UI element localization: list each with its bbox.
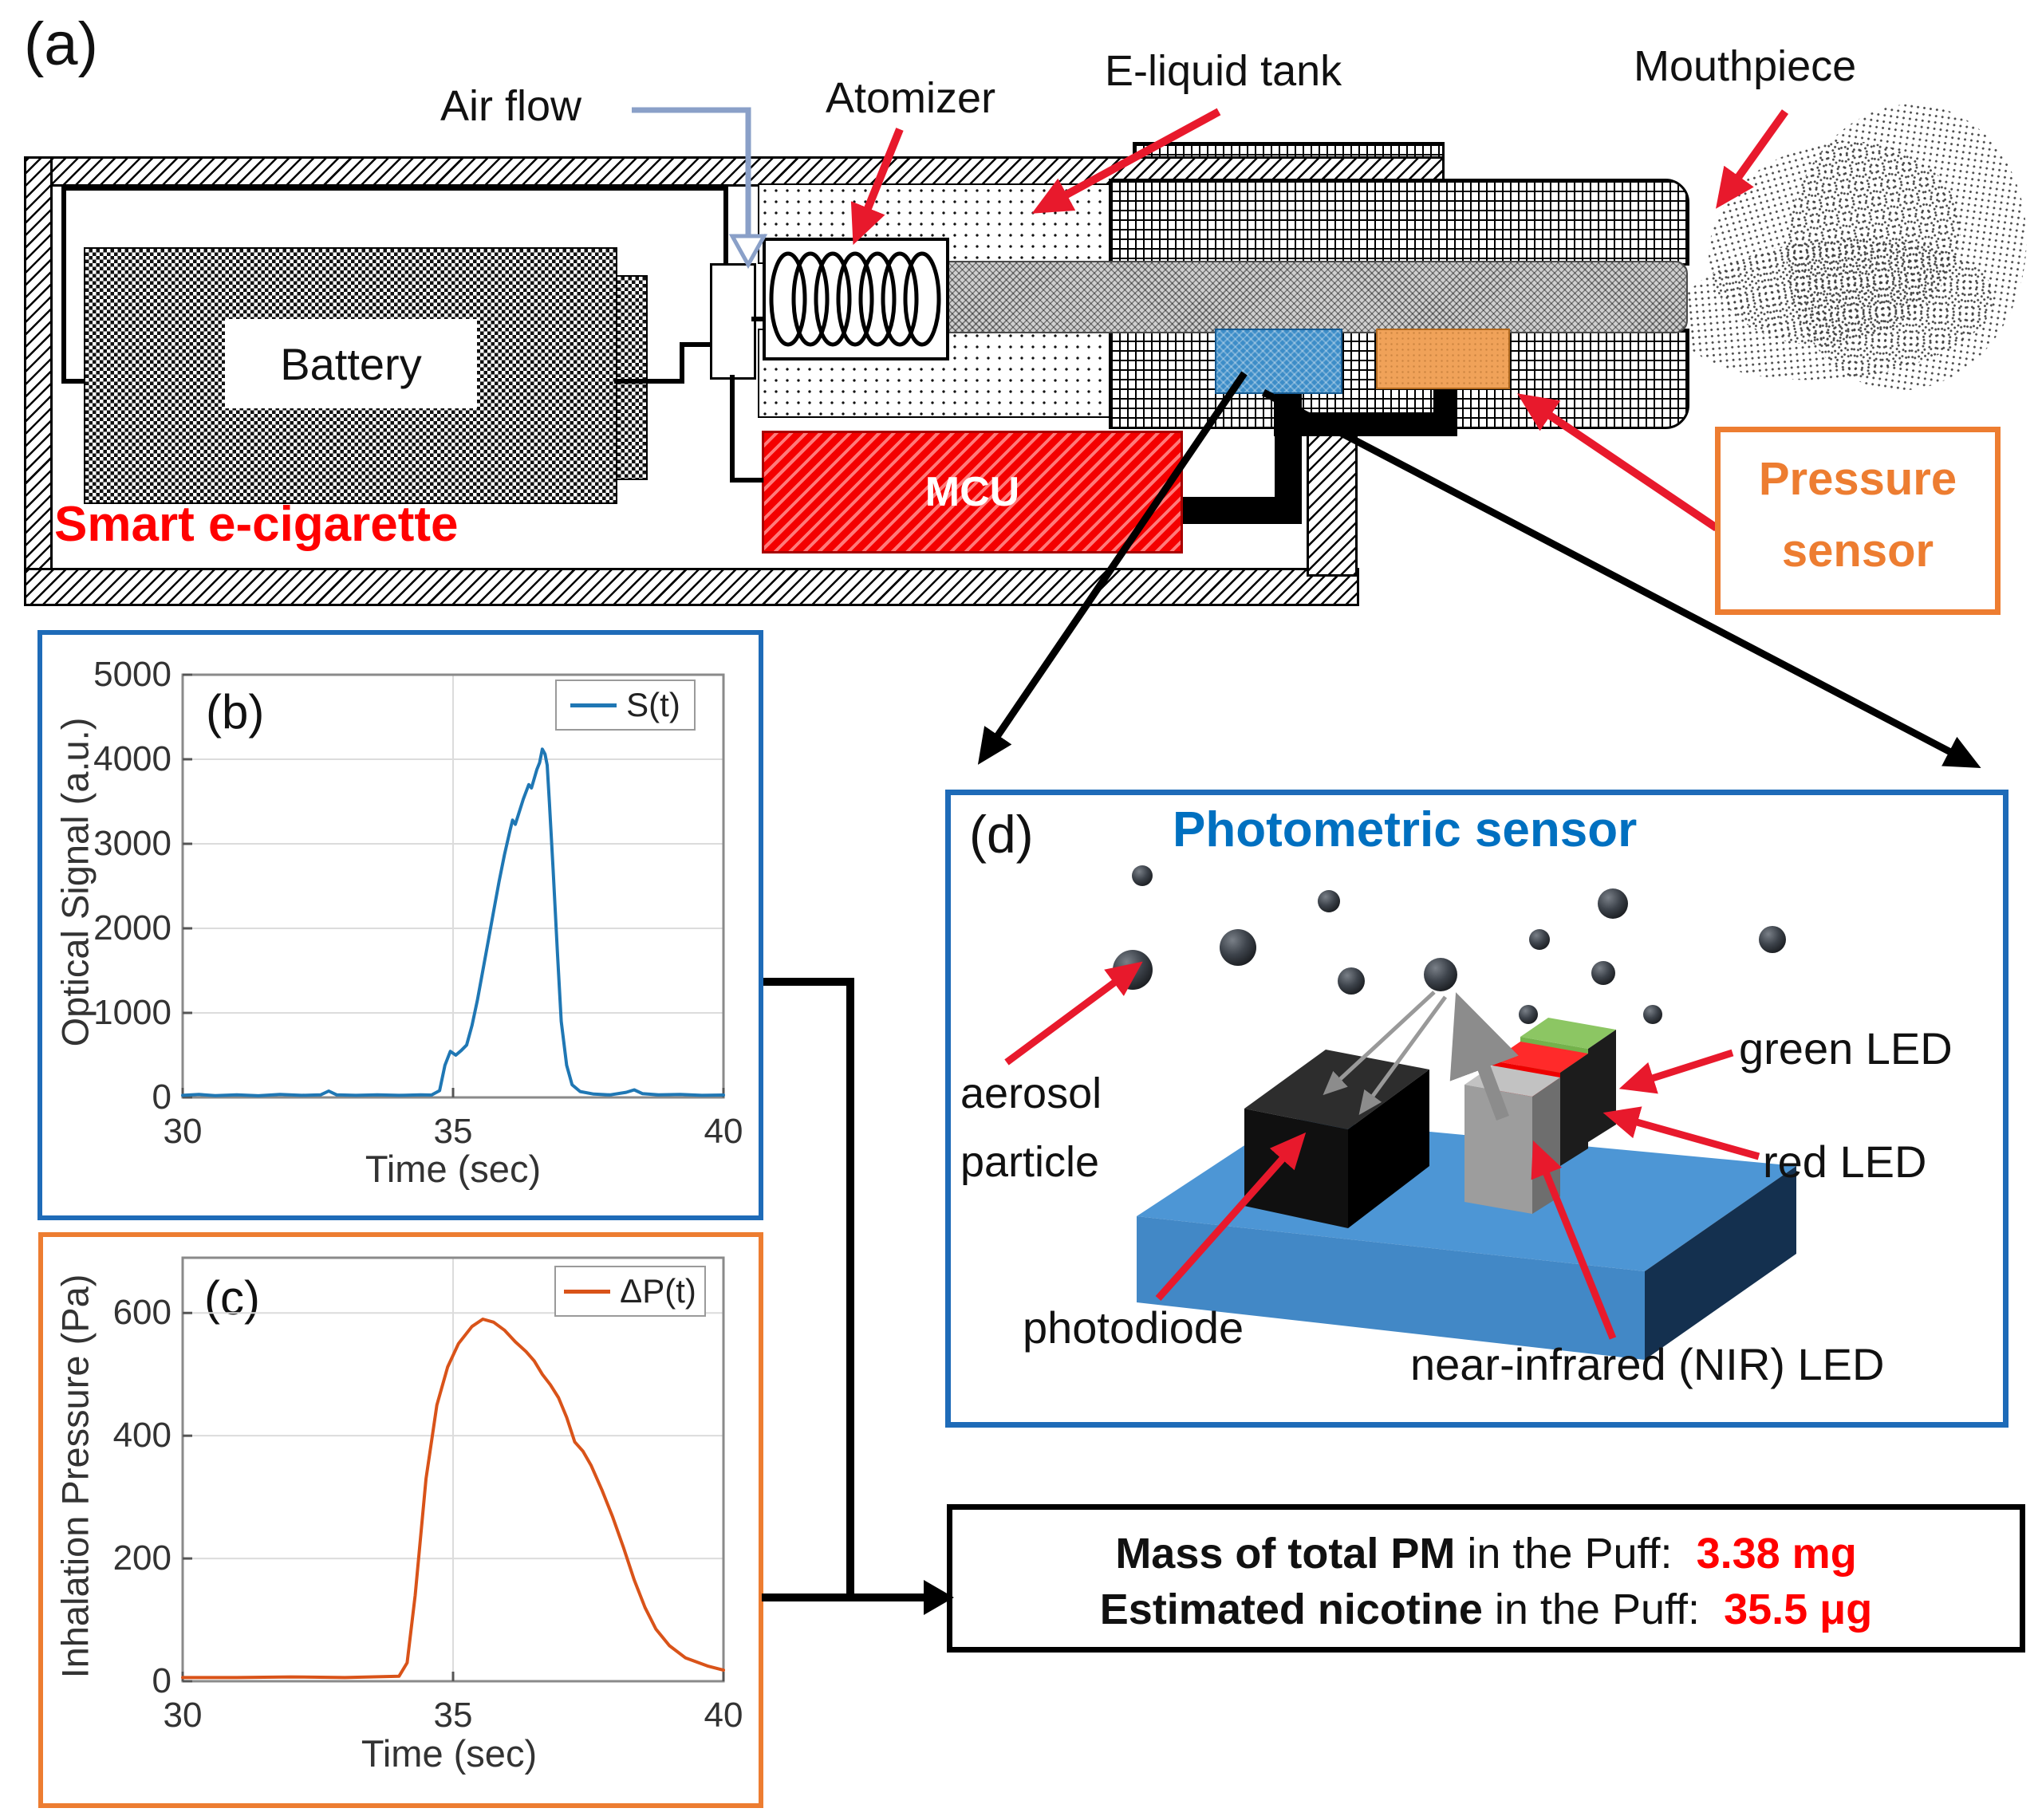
- air-channel-rod: [948, 261, 1688, 333]
- battery-label: Battery: [280, 338, 422, 389]
- chart-b-legend-label: S(t): [626, 686, 680, 723]
- chart-b-ytick: 2000: [93, 908, 171, 947]
- puff-results-box: Mass of total PM in the Puff: 3.38 mg Es…: [947, 1504, 2025, 1653]
- chart-c-legend: ΔP(t): [554, 1266, 706, 1317]
- mouthpiece-upper-band: [1109, 179, 1689, 266]
- chart-b-legend-line: [570, 703, 617, 707]
- result-line-1: Mass of total PM in the Puff: 3.38 mg: [952, 1529, 2020, 1578]
- result-2-mid: in the Puff:: [1482, 1586, 1701, 1633]
- result-2-bold: Estimated nicotine: [1099, 1586, 1483, 1633]
- chart-b-ytick: 0: [152, 1077, 171, 1117]
- chart-b-ytick: 3000: [93, 824, 171, 863]
- e-liquid-tank-lower: [758, 329, 1112, 418]
- chart-c-legend-label: ΔP(t): [620, 1272, 696, 1310]
- nir-led-label: near-infrared (NIR) LED: [1410, 1339, 1885, 1389]
- chart-b-xtick: 30: [163, 1112, 203, 1151]
- panel-b-label: (b): [206, 685, 265, 739]
- mouthpiece-label: Mouthpiece: [1634, 42, 1857, 90]
- chart-b-xtick: 35: [433, 1112, 473, 1151]
- result-2-value: 35.5 μg: [1724, 1586, 1873, 1633]
- air-inlet-block: [710, 263, 756, 380]
- chart-b-xtick: 40: [704, 1112, 743, 1151]
- pressure-sensor-chip: [1376, 329, 1510, 389]
- e-liquid-tank-upper: [758, 183, 1112, 264]
- battery-label-box: Battery: [225, 319, 477, 408]
- photometric-sensor-panel: [945, 790, 2008, 1428]
- panel-c-label: (c): [204, 1271, 260, 1325]
- result-1-bold: Mass of total PM: [1115, 1530, 1456, 1578]
- photodiode-label: photodiode: [1023, 1302, 1244, 1353]
- photometric-sensor-chip: [1215, 329, 1342, 394]
- red-led-label: red LED: [1763, 1137, 1927, 1187]
- pressure-sensor-line1: Pressure: [1758, 453, 1957, 505]
- chart-plot-b: [181, 673, 725, 1099]
- casing-left-strip: [24, 156, 53, 606]
- mcu-block: MCU: [762, 431, 1183, 553]
- pressure-sensor-line2: sensor: [1781, 524, 1934, 577]
- air-flow-label: Air flow: [440, 82, 582, 130]
- atomizer-label: Atomizer: [826, 74, 996, 122]
- panel-d-label: (d): [969, 805, 1034, 864]
- mcu-label: MCU: [924, 469, 1020, 515]
- chart-c-ytick: 0: [152, 1661, 171, 1700]
- chart-optical-signal: (b) Optical Signal (a.u.) Time (sec) S(t…: [37, 630, 763, 1220]
- chart-b-legend: S(t): [555, 680, 696, 731]
- chart-c-xtick: 30: [163, 1696, 203, 1735]
- result-1-value: 3.38 mg: [1696, 1530, 1857, 1578]
- chart-c-xtick: 35: [433, 1696, 473, 1735]
- chart-b-xlabel: Time (sec): [365, 1148, 542, 1190]
- chart-c-xtick: 40: [704, 1696, 743, 1735]
- aerosol-label-line1: aerosol: [960, 1070, 1102, 1117]
- chart-b-ytick: 5000: [93, 655, 171, 694]
- device-name-label: Smart e-cigarette: [54, 497, 459, 552]
- chart-c-legend-line: [564, 1289, 611, 1294]
- result-line-2: Estimated nicotine in the Puff: 35.5 μg: [952, 1585, 2020, 1634]
- chart-b-ytick: 1000: [93, 993, 171, 1032]
- photometric-title: Photometric sensor: [1173, 802, 1638, 857]
- connector-chart-b: [763, 978, 854, 1597]
- chart-c-xlabel: Time (sec): [361, 1732, 538, 1775]
- aerosol-label-line2: particle: [960, 1138, 1100, 1186]
- chart-c-ytick: 400: [112, 1416, 171, 1456]
- chart-inhalation-pressure: (c) Inhalation Pressure (Pa) Time (sec) …: [38, 1232, 763, 1808]
- casing-bottom-strip: [24, 568, 1359, 606]
- chart-c-ytick: 200: [112, 1538, 171, 1578]
- panel-a-label: (a): [24, 10, 98, 78]
- chart-c-ytick: 600: [112, 1293, 171, 1333]
- green-led-label: green LED: [1739, 1023, 1953, 1073]
- result-1-mid: in the Puff:: [1455, 1530, 1673, 1578]
- pressure-sensor-callout: Pressure sensor: [1715, 427, 2001, 615]
- e-liquid-tank-label: E-liquid tank: [1105, 47, 1342, 95]
- chart-b-ytick: 4000: [93, 739, 171, 778]
